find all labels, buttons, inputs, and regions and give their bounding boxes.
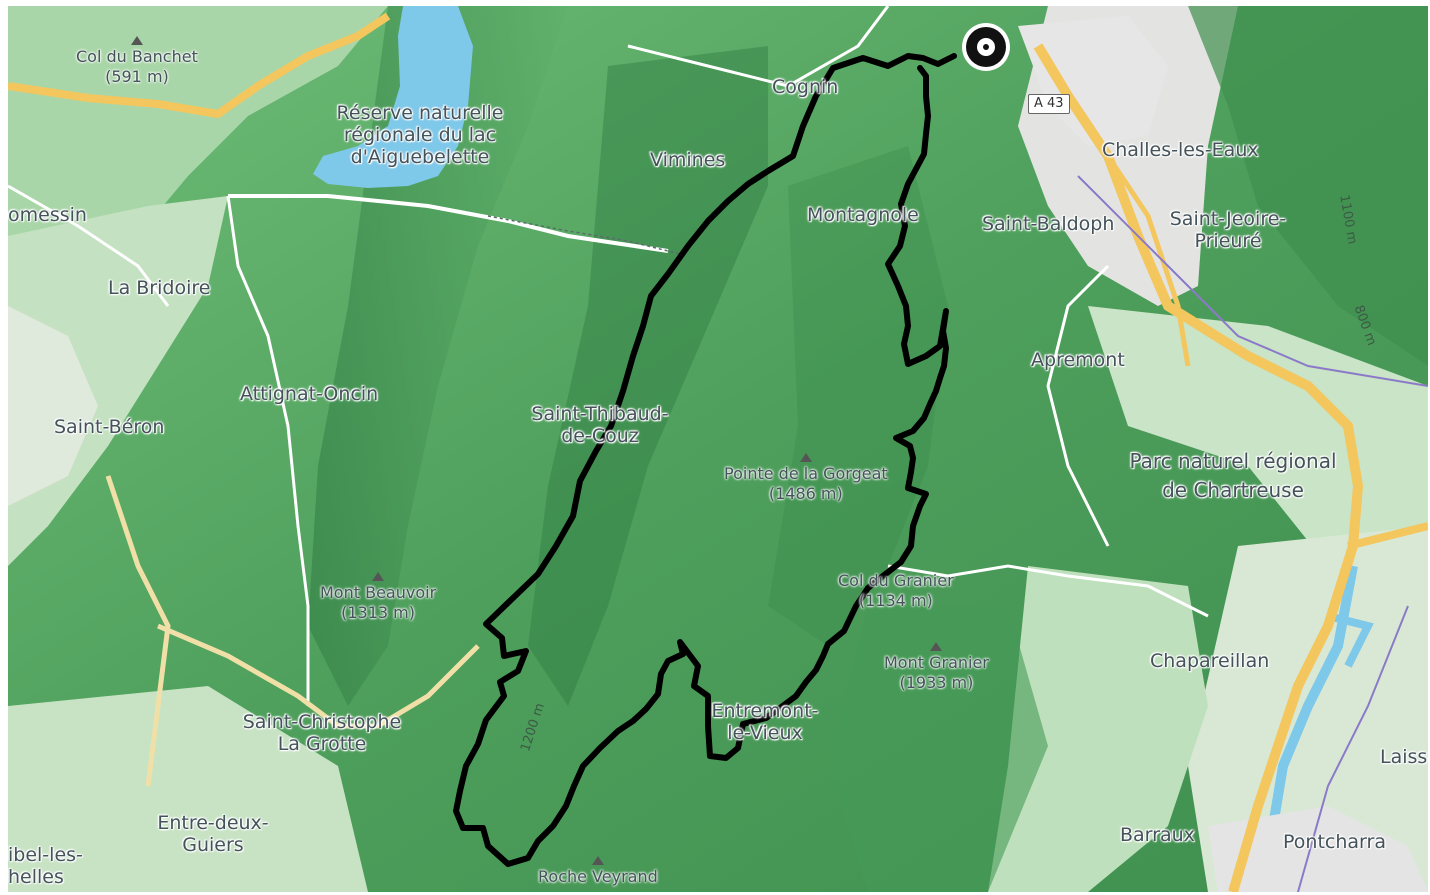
peak-mont-granier: Mont Granier (1933 m) bbox=[884, 642, 989, 693]
peak-roche-veyrand: Roche Veyrand bbox=[538, 856, 658, 887]
route-track bbox=[453, 53, 957, 867]
start-target-icon[interactable] bbox=[962, 23, 1010, 71]
label-saint-thibaud-de-couz: Saint-Thibaud- de-Couz bbox=[531, 403, 669, 447]
label-la-bridoire: La Bridoire bbox=[108, 277, 211, 299]
map-terrain bbox=[8, 6, 1428, 892]
label-entre-deux-guiers: Entre-deux- Guiers bbox=[157, 812, 269, 856]
map-canvas[interactable]: Col du Banchet (591 m) Réserve naturelle… bbox=[8, 6, 1428, 892]
peak-triangle-icon bbox=[130, 36, 143, 45]
label-parc-chartreuse: Parc naturel régional de Chartreuse bbox=[1129, 449, 1337, 502]
label-apremont: Apremont bbox=[1031, 349, 1125, 371]
peak-col-du-granier: Col du Granier (1134 m) bbox=[838, 571, 954, 610]
label-attignat-oncin: Attignat-Oncin bbox=[240, 383, 379, 405]
label-domessin: omessin bbox=[8, 204, 87, 226]
label-chapareillan: Chapareillan bbox=[1150, 650, 1270, 672]
peak-triangle-icon bbox=[930, 642, 943, 651]
label-saint-christophe-la-grotte: Saint-Christophe La Grotte bbox=[242, 711, 402, 755]
label-entremont-le-vieux: Entremont- le-Vieux bbox=[711, 700, 819, 744]
label-cognin: Cognin bbox=[772, 76, 839, 98]
peak-mont-beauvoir: Mont Beauvoir (1313 m) bbox=[320, 572, 436, 623]
label-barraux: Barraux bbox=[1120, 824, 1195, 846]
road-shield-a43: A 43 bbox=[1028, 94, 1070, 114]
peak-col-du-banchet: Col du Banchet (591 m) bbox=[76, 36, 198, 87]
label-montagnole: Montagnole bbox=[807, 204, 919, 226]
label-saint-beron: Saint-Béron bbox=[54, 416, 165, 438]
label-challes-les-eaux: Challes-les-Eaux bbox=[1102, 139, 1259, 161]
peak-pointe-de-la-gorgeat: Pointe de la Gorgeat (1486 m) bbox=[724, 453, 888, 504]
label-saint-baldoph: Saint-Baldoph bbox=[982, 213, 1115, 235]
peak-triangle-icon bbox=[799, 453, 812, 462]
label-laissaud: Laissau bbox=[1380, 746, 1428, 768]
label-reserve-aiguebelette: Réserve naturelle régionale du lac d'Aig… bbox=[336, 102, 504, 168]
peak-triangle-icon bbox=[372, 572, 385, 581]
label-echelles: ibel-les- helles bbox=[8, 844, 83, 888]
label-pontcharra: Pontcharra bbox=[1283, 831, 1386, 853]
label-saint-jeoire-prieure: Saint-Jeoire- Prieuré bbox=[1169, 208, 1287, 252]
peak-triangle-icon bbox=[591, 856, 604, 865]
label-vimines: Vimines bbox=[650, 149, 726, 171]
